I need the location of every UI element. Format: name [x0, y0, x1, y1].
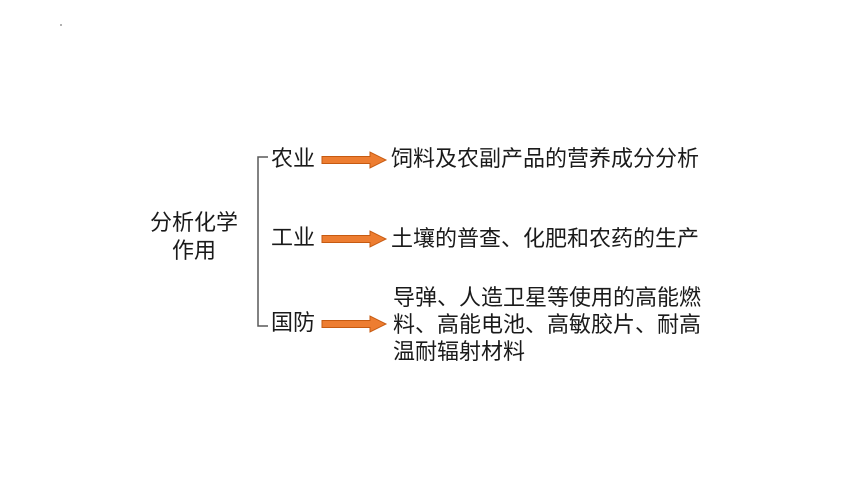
root-node: 分析化学 作用: [136, 210, 252, 266]
branch-label-defense: 国防: [271, 311, 316, 336]
branch-desc-industry: 土壤的普查、化肥和农药的生产: [391, 227, 700, 252]
corner-dot: [60, 24, 62, 26]
branch-desc-defense-line-1: 导弹、人造卫星等使用的高能燃: [393, 286, 702, 311]
arrow-agriculture: [321, 151, 388, 169]
arrow-defense: [321, 315, 388, 333]
branch-desc-defense-line-3: 温耐辐射材料: [393, 340, 526, 365]
bracket: [257, 156, 268, 327]
branch-label-agriculture: 农业: [271, 147, 316, 172]
arrow-industry: [321, 230, 388, 248]
branch-desc-agriculture: 饲料及农副产品的营养成分分析: [391, 147, 700, 172]
branch-desc-defense: 导弹、人造卫星等使用的高能燃 料、高能电池、高敏胶片、耐高 温耐辐射材料: [393, 285, 701, 366]
branch-desc-defense-line-2: 料、高能电池、高敏胶片、耐高: [393, 313, 702, 338]
root-line-2: 作用: [171, 239, 216, 264]
branch-label-industry: 工业: [271, 226, 316, 251]
root-line-1: 分析化学: [149, 211, 238, 236]
